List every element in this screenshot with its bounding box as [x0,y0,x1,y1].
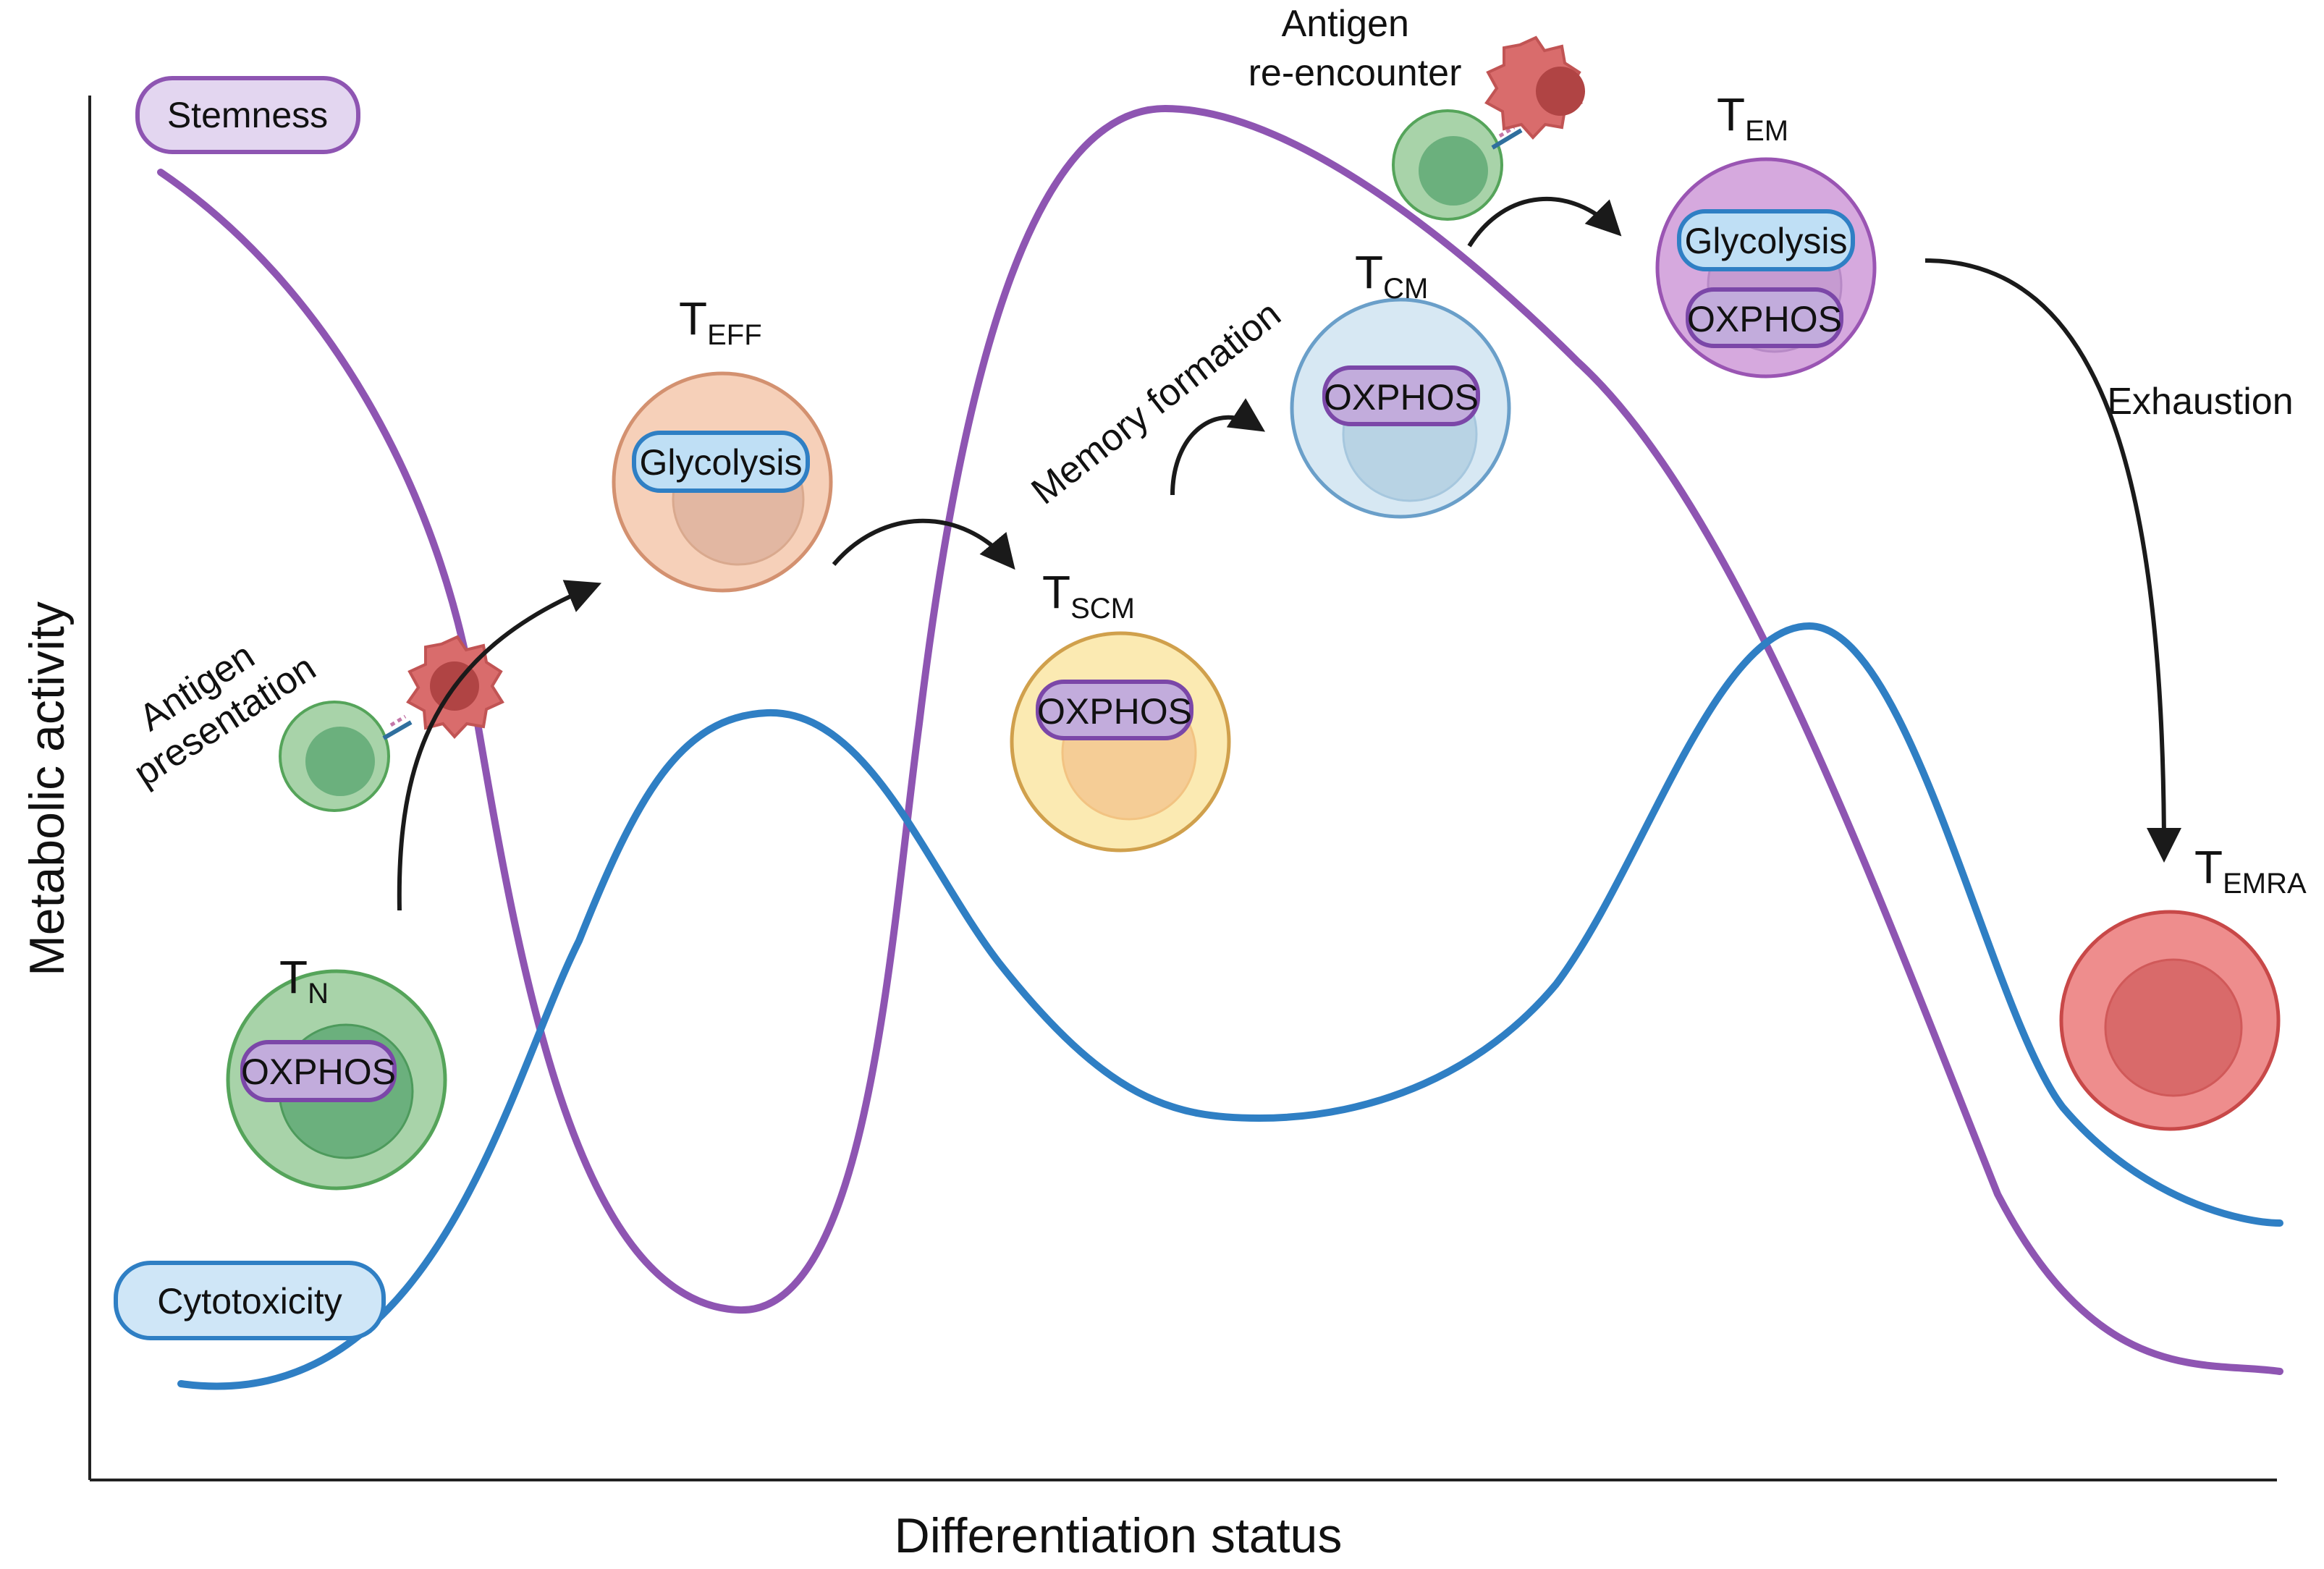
tem-pathway-label-1: Glycolysis [1684,221,1847,261]
tem-label: TEM [1717,88,1788,147]
tscm-cell: OXPHOS [1010,631,1231,853]
teff-cell: Glycolysis [612,371,833,593]
oxphos-pill [240,1040,397,1102]
arrow-antigen-reencounter [1467,196,1622,248]
teff-label: TEFF [679,292,762,351]
tcm-label: TCM [1355,246,1428,305]
temra-label: TEMRA [2194,841,2307,900]
tcr-icon [1491,128,1523,150]
tem-cell: Glycolysis OXPHOS [1655,157,1877,378]
arrow-exhaustion [1924,258,2181,863]
cytotoxicity-legend: Cytotoxicity [114,1261,386,1340]
memory-formation-label: Memory formation [1024,293,1289,513]
arrow-teff-to-tscm [832,518,1015,570]
stemness-legend: Stemness [135,76,360,154]
cytotoxicity-label: Cytotoxicity [157,1281,342,1321]
antigen-presentation-group [279,635,504,812]
tscm-pathway-label: OXPHOS [1037,691,1192,732]
y-axis-title: Metabolic activity [20,601,75,976]
cytotoxicity-curve [177,622,2283,1390]
exhaustion-label: Exhaustion [2107,381,2293,423]
oxphos-pill [1322,365,1480,426]
x-axis-title: Differentiation status [895,1508,1343,1563]
arrow-memory-formation [1170,398,1266,496]
oxphos-pill [1686,287,1843,348]
oxphos-pill [1036,680,1193,740]
tem-pathway-label-2: OXPHOS [1687,299,1842,339]
stemness-label: Stemness [167,95,328,135]
glycolysis-pill [632,431,810,493]
teff-pathway-label: Glycolysis [639,442,802,483]
tscm-label: TSCM [1042,566,1135,625]
antigen-reencounter-group [1392,35,1585,221]
tcm-pathway-label: OXPHOS [1324,377,1479,418]
tn-label: TN [279,951,329,1010]
tn-cell: OXPHOS [226,969,447,1191]
tcr-icon [382,720,413,740]
temra-cell [2059,910,2281,1131]
tn-pathway-label: OXPHOS [241,1052,396,1092]
tcm-cell: OXPHOS [1290,297,1511,519]
glycolysis-pill [1677,209,1855,271]
stemness-curve [157,104,2283,1375]
antigen-reencounter-label: Antigen re-encounter [1248,3,1462,94]
arrow-tn-to-teff [397,580,602,911]
